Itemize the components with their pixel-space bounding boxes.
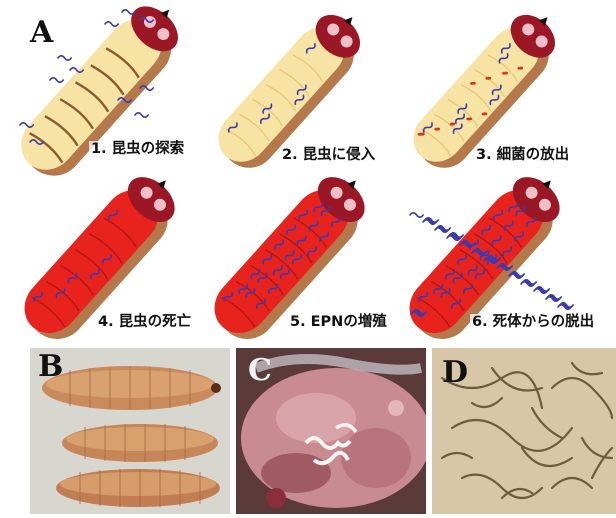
panel-d-photo: D [432, 348, 616, 514]
panel-a-label: A [30, 18, 53, 48]
panel-a-illustration [0, 0, 616, 340]
step-3-label: 3. 細菌の放出 [474, 147, 571, 164]
panel-b-label: B [38, 352, 63, 382]
step-2-label: 2. 昆虫に侵入 [280, 147, 377, 164]
step-1-label: 1. 昆虫の探索 [89, 141, 186, 158]
step-5-label: 5. EPNの増殖 [288, 314, 389, 331]
step-4-label: 4. 昆虫の死亡 [96, 314, 193, 331]
panel-b-photo: B [30, 348, 230, 514]
panel-c-photo: C [236, 348, 426, 514]
panel-c-label: C [248, 356, 272, 386]
panel-d-label: D [442, 358, 468, 388]
step-6-label: 6. 死体からの脱出 [470, 314, 596, 331]
